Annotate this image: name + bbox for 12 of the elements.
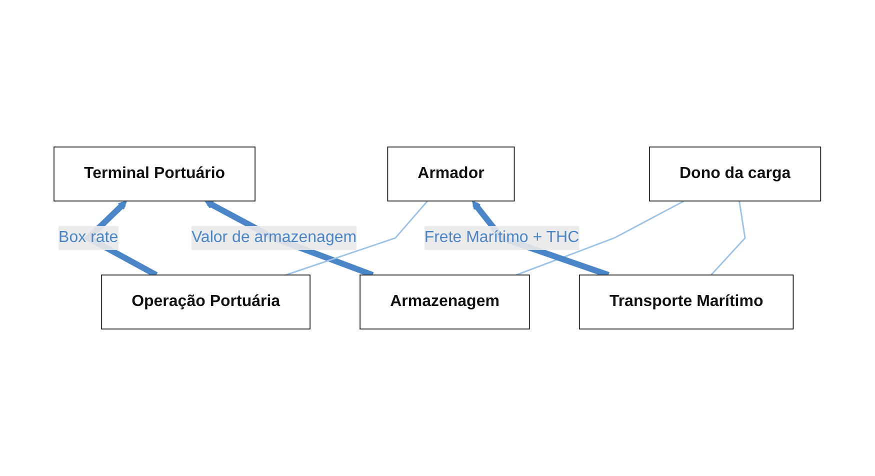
edge-label: Valor de armazenagem bbox=[192, 229, 357, 246]
node-box: Dono da carga bbox=[649, 146, 822, 202]
connector bbox=[286, 200, 428, 276]
connector bbox=[710, 200, 746, 276]
edge-label: Box rate bbox=[58, 229, 118, 246]
connector bbox=[516, 200, 685, 276]
node-box: Armazenagem bbox=[360, 274, 530, 330]
node-box: Terminal Portuário bbox=[54, 146, 256, 202]
edge-label: Frete Marítimo + THC bbox=[424, 229, 580, 246]
node-box: Armador bbox=[387, 146, 516, 202]
node-box: Operação Portuária bbox=[101, 274, 311, 330]
node-box: Transporte Marítimo bbox=[579, 274, 794, 330]
